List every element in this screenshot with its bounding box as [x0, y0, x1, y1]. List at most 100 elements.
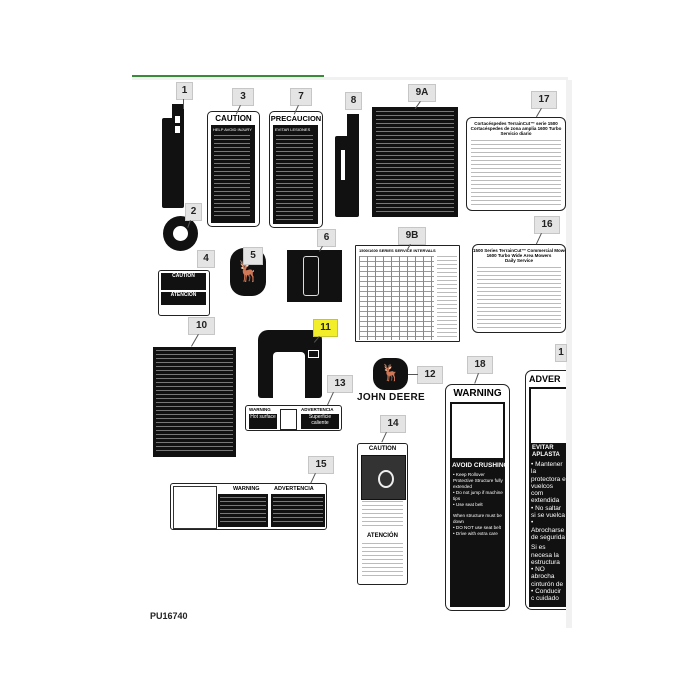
deer-icon: 🦌 [235, 261, 261, 283]
decal-9a-chart [372, 107, 458, 217]
decal-7-precaucion: PRECAUCION EVITAR LESIONES [269, 111, 323, 228]
decal-7-subtitle: EVITAR LESIONES [275, 127, 311, 132]
decal-18-item: • Use seat belt [453, 502, 483, 507]
decal-17-title: Cortacéspedes TerrainCut™ serie 1500 [474, 121, 558, 126]
callout-5[interactable]: 5 [243, 247, 263, 265]
decal-13-advertencia: ADVERTENCIA [301, 407, 334, 412]
ear-muff-icon [378, 470, 394, 488]
callout-9a[interactable]: 9A [408, 84, 436, 102]
decal-8-top [347, 114, 359, 140]
decal-18-item: When structure must be down [453, 513, 502, 524]
decal-14-caution: CAUTION ATENCIÓN [357, 443, 408, 585]
decal-10-text [156, 350, 233, 454]
decal-19-item: • Conducir c cuidado [531, 588, 562, 603]
decal-17-text [471, 140, 561, 206]
decal-16-daily-service: 1500 Series TerrainCut™ Commercial Mower… [472, 244, 566, 333]
callout-1[interactable]: 1 [176, 82, 193, 100]
decal-14-text-es [362, 543, 403, 579]
decal-8-strip [335, 136, 359, 217]
callout-17[interactable]: 17 [531, 91, 557, 109]
callout-18[interactable]: 18 [467, 356, 493, 374]
decal-8-slot [341, 150, 345, 180]
page-right-margin [566, 80, 572, 628]
decal-9b-service-intervals: 1500/1600 SERIES SERVICE INTERVALS [355, 245, 460, 342]
callout-2[interactable]: 2 [185, 203, 202, 221]
callout-4[interactable]: 4 [197, 250, 215, 268]
john-deere-wordmark: JOHN DEERE [357, 392, 426, 403]
decal-15-body-en [218, 494, 268, 527]
rollover-crush-icon [531, 389, 566, 443]
decal-3-body: HELP AVOID INJURY [211, 125, 255, 223]
decal-9b-table [359, 256, 434, 340]
decal-19-body: EVITAR APLASTA • Mantener la protectora … [529, 387, 566, 607]
decal-9b-title: 1500/1600 SERIES SERVICE INTERVALS [359, 248, 436, 253]
decal-16-line2: 1600 Turbo Wide Area Mowers [486, 253, 552, 258]
decal-16-text [477, 267, 561, 329]
decal-13-superficie: Superficie caliente [301, 414, 339, 429]
decal-12-deer-logo: 🦌 [373, 358, 408, 390]
hot-surface-icon [280, 409, 297, 430]
decal-15-text-es [273, 497, 323, 525]
callout-10[interactable]: 10 [188, 317, 215, 335]
decal-4-title: CAUTION [172, 273, 195, 279]
decal-14-title2: ATENCIÓN [367, 533, 398, 539]
decal-11-cutout [273, 352, 305, 398]
decal-17-line3: Servicio diario [500, 131, 532, 136]
decal-18-item: • DO NOT use seat belt [453, 525, 501, 530]
decal-18-title: WARNING [453, 388, 502, 399]
decal-11-window [308, 350, 319, 358]
decal-3-subtitle: HELP AVOID INJURY [213, 127, 252, 132]
decal-3-text [214, 135, 250, 219]
callout-12[interactable]: 12 [417, 366, 443, 384]
decal-3-title: CAUTION [215, 114, 252, 123]
decal-18-item: • Keep Rollover Protective Structure ful… [453, 472, 503, 489]
decal-16-line3: Daily Service [504, 258, 534, 263]
callout-13[interactable]: 13 [327, 375, 353, 393]
callout-19-partial[interactable]: 1 [555, 344, 567, 362]
callout-9b[interactable]: 9B [398, 227, 426, 245]
callout-3[interactable]: 3 [232, 88, 254, 106]
decal-7-title: PRECAUCION [270, 114, 322, 123]
decal-17-line2: Cortacéspedes de zona amplia 1600 Turbo [470, 126, 562, 131]
figure-id: PU16740 [150, 611, 188, 621]
decal-15-warning: WARNING ADVERTENCIA [170, 483, 327, 530]
decal-1-window [175, 126, 180, 133]
callout-6[interactable]: 6 [317, 229, 336, 247]
decal-18-heading: AVOID CRUSHING [452, 462, 509, 469]
decal-19-advertencia: ADVER EVITAR APLASTA • Mantener la prote… [525, 370, 566, 610]
decal-11-console [258, 330, 322, 398]
decal-1-throttle-strip [162, 118, 184, 208]
decal-19-item: • Mantener la protectora e vuelcos com e… [531, 461, 566, 505]
decal-17-service: Cortacéspedes TerrainCut™ serie 1500 Cor… [466, 117, 566, 211]
decal-7-body: EVITAR LESIONES [273, 125, 318, 224]
decal-18-item: • Drive with extra care [453, 531, 498, 536]
decal-13-hot-surface: WARNING Hot surface ADVERTENCIA Superfic… [245, 405, 342, 431]
decal-19-heading: EVITAR APLASTA [532, 445, 560, 458]
callout-8[interactable]: 8 [345, 92, 362, 110]
decal-2-dial-hole [173, 226, 188, 241]
callout-15[interactable]: 15 [308, 456, 334, 474]
decal-16-title: 1500 Series TerrainCut™ Commercial Mower… [473, 248, 566, 253]
decal-18-warning: WARNING AVOID CRUSHING • Keep Rollover P… [445, 384, 510, 611]
decal-13-hot: Hot surface [249, 414, 277, 429]
decal-10-chart [153, 347, 236, 457]
decal-18-items: • Keep Rollover Protective Structure ful… [453, 472, 503, 537]
header-rule [132, 75, 324, 77]
decal-15-warning-label: WARNING [233, 486, 260, 492]
callout-16[interactable]: 16 [534, 216, 560, 234]
decal-4-caution: CAUTION ATENCION [158, 270, 210, 316]
callout-14[interactable]: 14 [380, 415, 406, 433]
decal-19-item: • NO abrocha cinturón de [531, 566, 564, 588]
decal-19-item: • Abrocharse de segurida [531, 519, 565, 541]
decal-14-text-en [362, 501, 403, 529]
decal-9b-notes [437, 256, 457, 340]
decal-4-bottom: ATENCION [161, 292, 206, 305]
decal-13-warning: WARNING [249, 407, 271, 412]
rollover-pictogram-icon [173, 486, 217, 529]
rollover-crush-icon [452, 404, 503, 458]
callout-11[interactable]: 11 [313, 319, 338, 337]
decal-4-top: CAUTION [161, 273, 206, 290]
decal-6-diagram [287, 250, 342, 302]
hearing-protection-icon [361, 455, 406, 500]
callout-7[interactable]: 7 [290, 88, 312, 106]
